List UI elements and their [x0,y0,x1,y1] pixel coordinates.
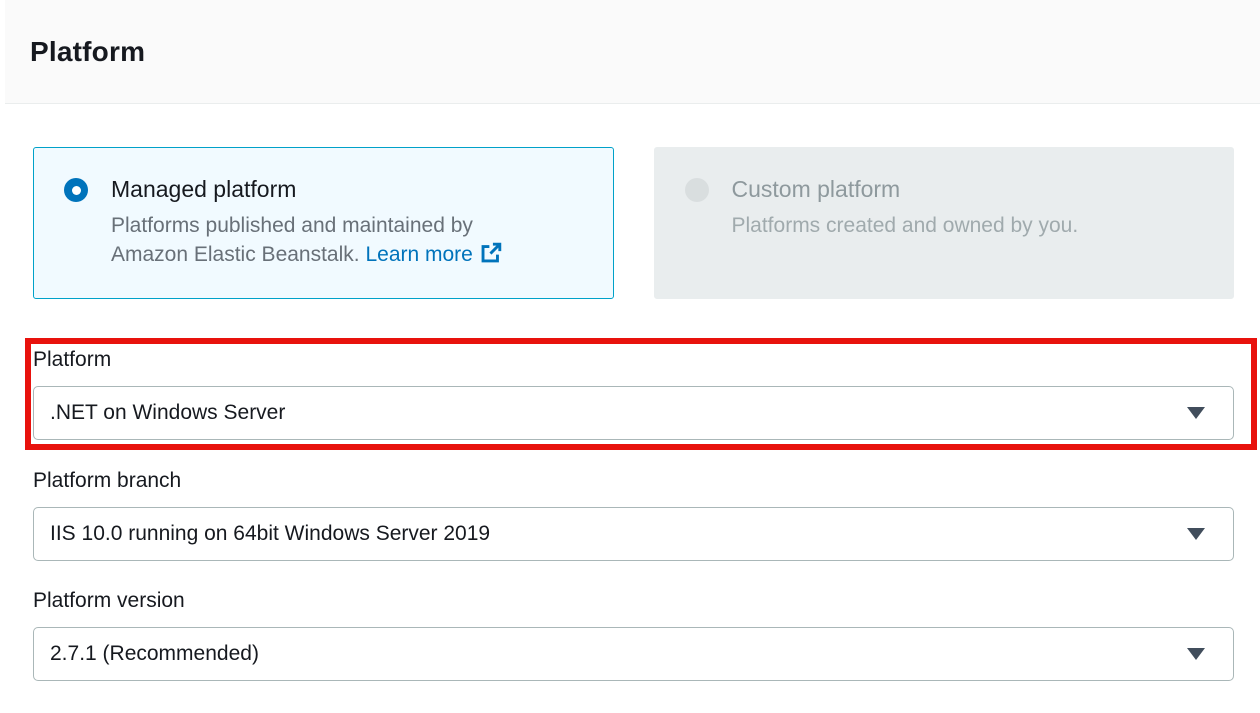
page-title: Platform [30,36,145,68]
platform-type-group: Managed platform Platforms published and… [33,147,1234,299]
managed-platform-description: Platforms published and maintained by Am… [111,211,502,272]
page-header: Platform [5,0,1260,104]
chevron-down-icon [1187,407,1205,419]
learn-more-link[interactable]: Learn more [365,243,472,266]
platform-version-select-value: 2.7.1 (Recommended) [50,642,259,666]
radio-selected-icon[interactable] [64,178,88,202]
platform-branch-select-value: IIS 10.0 running on 64bit Windows Server… [50,522,490,546]
platform-select-value: .NET on Windows Server [50,401,285,425]
platform-field-label: Platform [33,347,1234,373]
platform-version-select[interactable]: 2.7.1 (Recommended) [33,627,1234,681]
platform-branch-select[interactable]: IIS 10.0 running on 64bit Windows Server… [33,507,1234,561]
custom-platform-card: Custom platform Platforms created and ow… [654,147,1235,299]
platform-select[interactable]: .NET on Windows Server [33,386,1234,440]
platform-branch-field-label: Platform branch [33,468,1234,494]
external-link-icon[interactable] [480,242,502,272]
managed-platform-card[interactable]: Managed platform Platforms published and… [33,147,614,299]
platform-version-field-label: Platform version [33,588,1234,614]
managed-platform-label: Managed platform [111,175,502,203]
radio-disabled-icon [685,178,709,202]
custom-platform-description: Platforms created and owned by you. [732,211,1079,240]
managed-description-line1: Platforms published and maintained by [111,211,502,240]
platform-form: Managed platform Platforms published and… [33,147,1234,681]
custom-platform-label: Custom platform [732,175,1079,203]
chevron-down-icon [1187,528,1205,540]
managed-description-line2: Amazon Elastic Beanstalk. Learn more [111,240,502,272]
chevron-down-icon [1187,648,1205,660]
radio-inner-dot [72,186,81,195]
